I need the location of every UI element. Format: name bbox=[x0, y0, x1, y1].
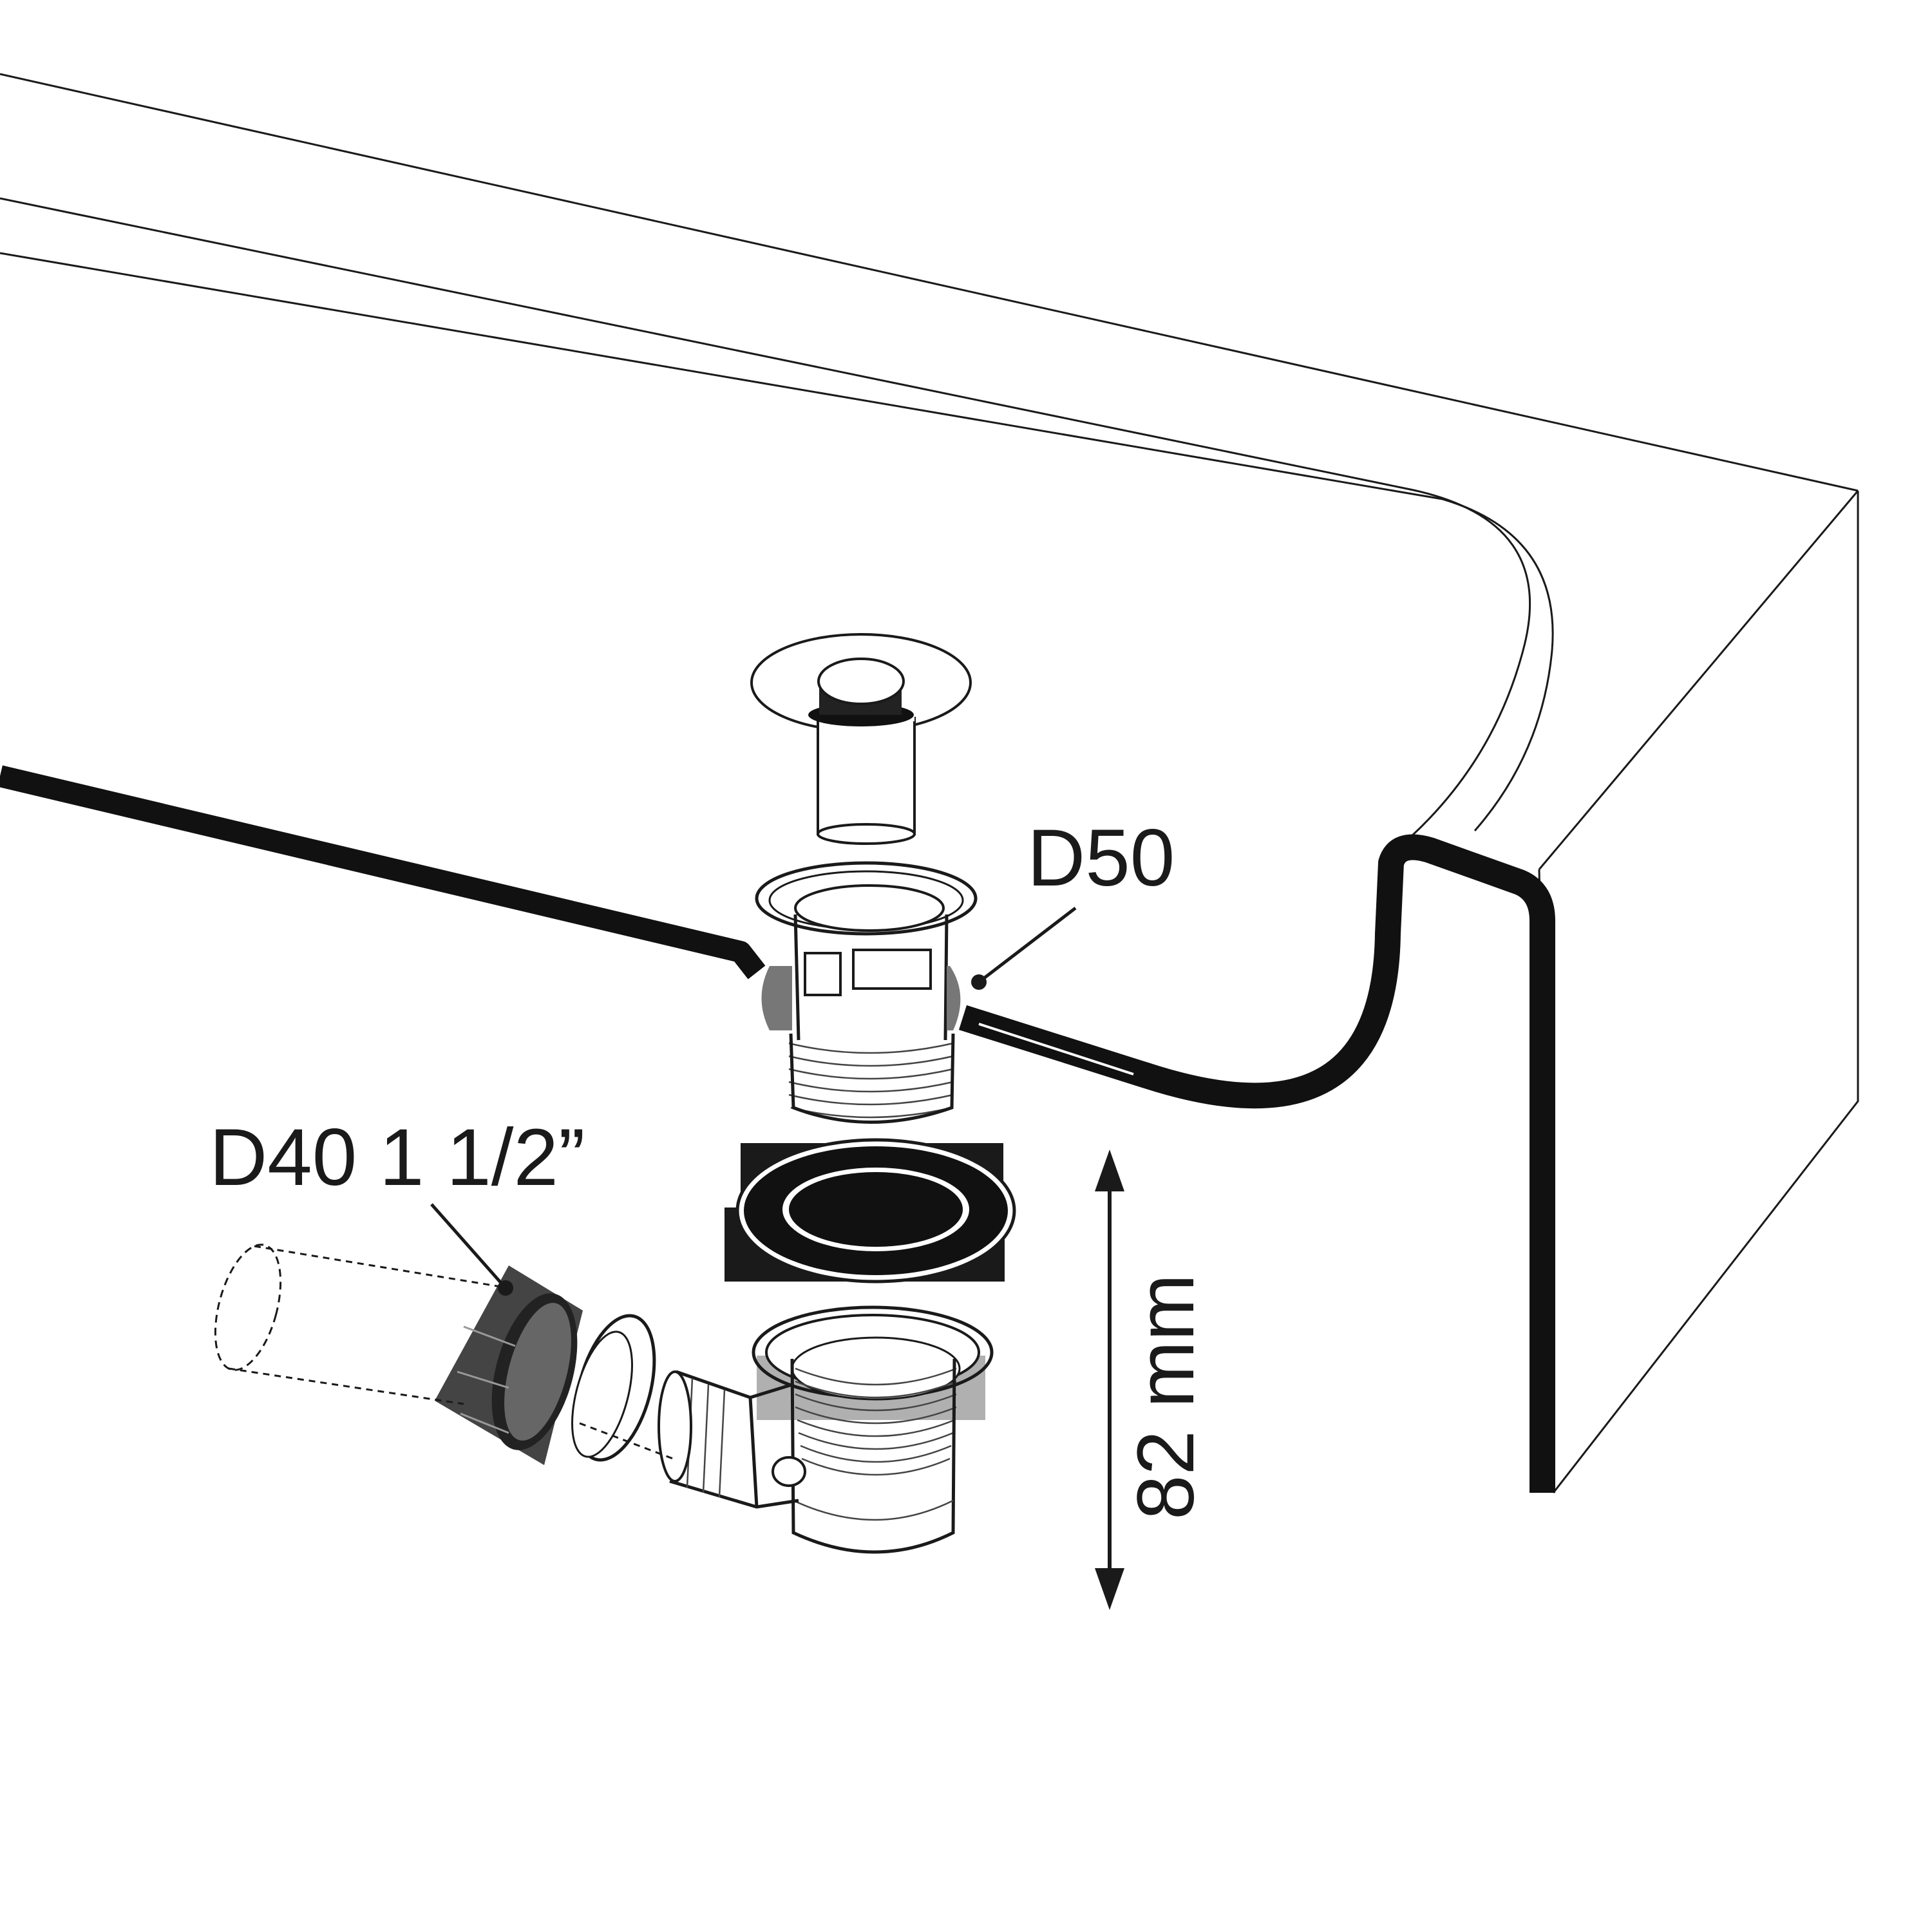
drain-body-thread bbox=[788, 1042, 954, 1119]
drain-body bbox=[755, 861, 978, 1124]
d50-label: D50 bbox=[1027, 813, 1175, 903]
connection-nut bbox=[435, 1265, 583, 1465]
dimension-label: 82 mm bbox=[1121, 1274, 1211, 1520]
trap-body bbox=[658, 1305, 994, 1554]
popup-plug bbox=[750, 633, 972, 845]
trap-inner-thread bbox=[795, 1367, 957, 1476]
sealing-gasket bbox=[724, 1138, 1016, 1283]
tray-cross-section bbox=[0, 765, 1555, 1493]
sealing-ring bbox=[571, 1314, 656, 1462]
waste-pipe bbox=[214, 1244, 674, 1460]
dimension-arrow bbox=[1095, 1150, 1124, 1610]
callouts bbox=[430, 907, 1077, 1296]
d40-label: D40 1 1/2” bbox=[209, 1113, 585, 1202]
